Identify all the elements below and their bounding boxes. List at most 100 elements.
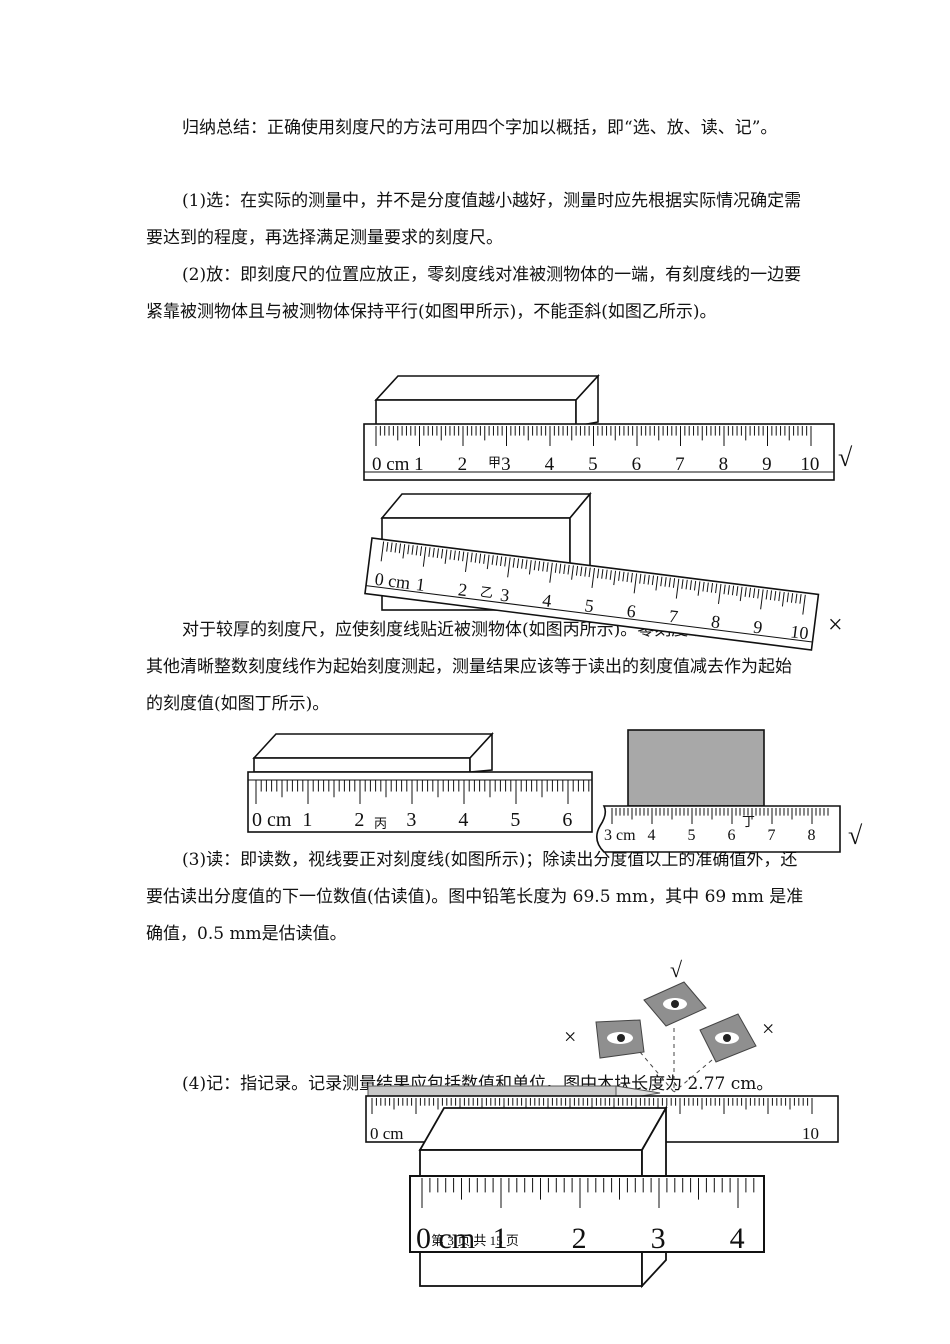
tick-mark [778,591,781,602]
ruler-label: 1 [414,454,424,475]
ruler-label: 3 [499,585,510,606]
tick-mark [769,590,773,601]
tick-mark [731,585,735,596]
tick-mark [739,586,743,602]
tick-mark [500,556,503,566]
caption-yi: 乙 [479,584,494,601]
eye-top-icon [643,981,707,1027]
tick-mark [613,570,617,586]
tick-mark [483,554,486,564]
ruler-label: 9 [752,617,763,638]
ruler-label: 9 [762,454,772,475]
tick-mark [786,592,789,603]
ruler-ticks-yi [380,541,806,615]
tick-mark [567,564,570,575]
tick-mark [537,561,541,571]
tick-mark [757,588,760,599]
tick-mark [584,566,587,577]
tick-mark [790,593,794,603]
ruler-label: 4 [545,454,555,475]
tick-mark [760,589,764,610]
eye-right-icon [699,1013,757,1063]
eye-left-icon [595,1019,645,1059]
tick-mark [470,552,473,563]
wrong-mark-right-eye: × [762,1016,774,1041]
tick-mark [549,562,553,583]
intro-paragraph: 归纳总结：正确使用刻度尺的方法可用四个字加以概括，即“选、放、读、记”。 [182,118,778,138]
ruler-label: 3 [406,809,416,831]
correct-mark-jia: √ [838,443,853,472]
tick-mark [781,592,785,607]
tick-mark [744,587,747,597]
ruler-label: 7 [768,827,776,844]
tick-mark [411,545,414,555]
tick-mark [491,555,494,565]
tick-mark [478,553,482,564]
tick-mark [542,561,545,572]
tick-mark [495,555,498,566]
tick-mark [717,584,722,605]
tick-mark [647,574,650,585]
tick-mark [440,548,444,559]
tick-mark [727,585,730,595]
ruler-label: 7 [675,454,685,475]
ruler-label: 10 [800,454,819,475]
ruler-label: 5 [583,595,594,616]
tick-mark [457,551,461,561]
tick-mark [504,556,507,567]
tick-mark [554,563,558,573]
figure-eyes: √ × × [564,957,774,1093]
ruler-ticks-block [421,1178,755,1208]
tick-mark [563,564,566,574]
correct-mark-ding: √ [848,821,863,850]
tick-mark [571,565,574,580]
tick-mark [380,541,385,562]
tick-mark [521,559,524,569]
tick-mark [516,558,520,569]
tick-mark [453,550,456,561]
tick-mark [486,554,490,570]
tick-mark [390,542,393,553]
pencil-ruler-label-10: 10 [802,1124,819,1143]
tick-mark [765,589,768,600]
ruler-label: 8 [710,611,721,632]
ruler-label: 2 [354,809,364,831]
tick-mark [507,557,511,578]
tick-mark [546,562,549,572]
ruler-label: 0 cm [372,454,410,475]
page-footer: 第 3 页 共 15 页 [431,1233,519,1248]
tick-mark [736,586,739,596]
tick-mark [774,590,777,601]
tick-mark [702,581,705,592]
ruler-ticks-pencil [371,1098,813,1114]
caption-ding: 丁 [742,814,755,829]
tick-mark [609,570,612,580]
ruler-ticks-ding [611,808,829,824]
ruler-label: 10 [789,621,809,643]
tick-mark [795,593,798,604]
tick-mark [622,571,625,582]
ruler-label: 5 [510,809,520,831]
tick-mark [596,568,600,579]
tick-mark [474,553,477,563]
tick-mark [432,547,435,558]
tick-mark [422,546,427,567]
tick-mark [618,571,621,581]
tick-mark [651,575,655,586]
ruler-label: 1 [302,809,312,831]
wrong-mark-left-eye: × [564,1024,576,1049]
tick-mark [398,543,402,554]
ruler-label: 4 [730,1222,745,1255]
ruler-label: 4 [458,809,468,831]
tick-mark [394,543,397,553]
tick-mark [660,576,663,587]
ruler-label: 6 [728,827,736,844]
tick-mark [633,573,638,594]
tick-mark [591,568,595,589]
tick-mark [601,569,604,579]
